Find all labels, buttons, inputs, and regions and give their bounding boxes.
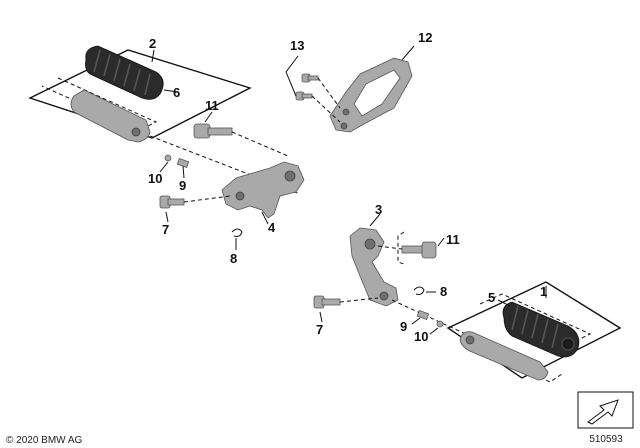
footrest-group-right — [446, 281, 622, 383]
callout-7-right: 7 — [316, 322, 323, 337]
rubber-pad-6 — [85, 45, 164, 100]
spring-9-right — [416, 309, 430, 321]
screw-13-top — [301, 73, 319, 83]
callout-2: 2 — [149, 36, 156, 51]
direction-arrow-icon — [577, 391, 634, 429]
pin-10-left — [164, 154, 172, 162]
bolt-7-right — [313, 295, 341, 309]
callout-8-left: 8 — [230, 251, 237, 266]
callout-8-right: 8 — [440, 284, 447, 299]
pin-10-right — [436, 320, 444, 328]
callout-6: 6 — [173, 85, 180, 100]
callout-9-left: 9 — [179, 178, 186, 193]
callout-1: 1 — [540, 284, 547, 299]
footpeg-right — [459, 331, 549, 381]
callout-11-left: 11 — [205, 98, 219, 113]
screw-13-bottom — [295, 91, 313, 101]
heel-guard-12 — [329, 57, 413, 133]
callout-3: 3 — [375, 202, 382, 217]
callout-13: 13 — [290, 38, 304, 53]
callout-9-right: 9 — [400, 319, 407, 334]
callout-7-left: 7 — [162, 222, 169, 237]
callout-5: 5 — [488, 290, 495, 305]
spring-9-left — [176, 157, 190, 169]
clip-8-left — [231, 228, 243, 237]
bolt-11-right — [401, 241, 437, 259]
footpeg-left — [70, 89, 151, 143]
clip-8-right — [413, 286, 425, 295]
callout-10-left: 10 — [148, 171, 162, 186]
footrest-bracket-4 — [221, 161, 305, 219]
callout-12: 12 — [418, 30, 432, 45]
callout-10-right: 10 — [414, 329, 428, 344]
bolt-7-left — [159, 195, 185, 209]
callout-4: 4 — [268, 220, 276, 235]
rubber-pad-5 — [502, 301, 580, 358]
footrest-bracket-3 — [349, 227, 399, 307]
copyright-text: © 2020 BMW AG — [6, 435, 83, 446]
footrest-group-left — [28, 45, 252, 143]
bolt-11-left — [193, 123, 233, 139]
diagram-number: 510593 — [589, 434, 623, 445]
callout-11-right: 11 — [446, 232, 460, 247]
